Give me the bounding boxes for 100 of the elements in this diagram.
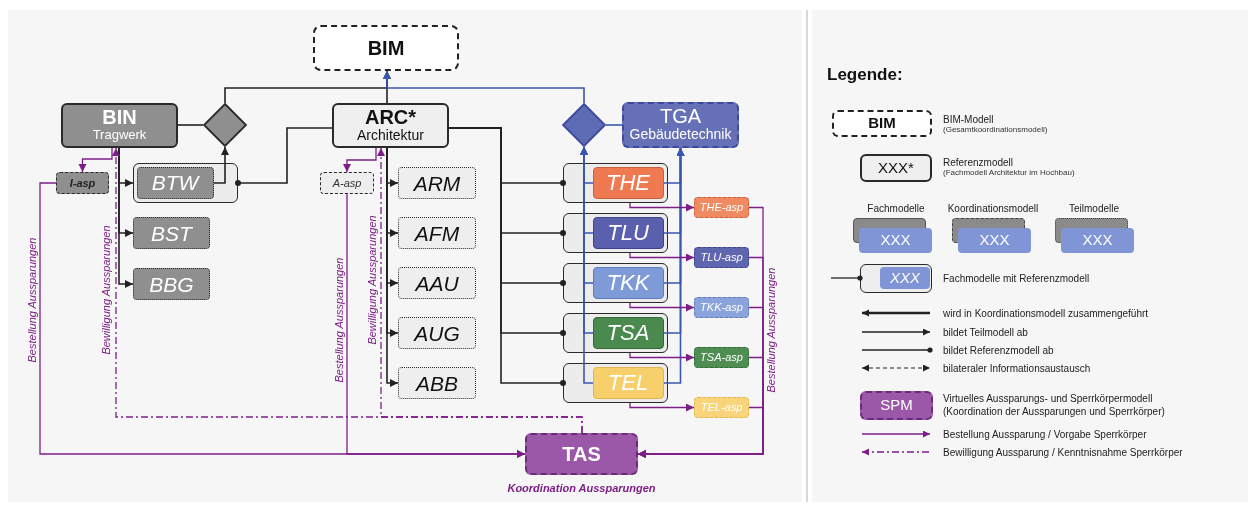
connector-arrow <box>637 406 764 458</box>
legend-sample-box: XXX <box>880 267 930 289</box>
legend-text: BIM-Modell <box>943 113 995 126</box>
connector-arrow <box>118 147 134 288</box>
connector-arrow <box>629 252 695 262</box>
model-code: TKK <box>606 271 650 294</box>
connector-arrow <box>629 352 695 362</box>
submodel-box <box>136 166 214 199</box>
recess-box <box>694 397 749 418</box>
model-code: BTW <box>151 172 199 193</box>
edge-label: Bewilligung Aussparungen <box>100 225 112 355</box>
connector-arrow <box>343 147 377 173</box>
legend-text: Teilmodelle <box>1068 202 1120 215</box>
legend-sample-box: XXX* <box>860 154 932 182</box>
connector-line <box>605 124 623 126</box>
model-box <box>313 25 459 71</box>
connector-arrow <box>346 193 526 458</box>
recess-box <box>56 172 109 194</box>
model-code: TKK-asp <box>700 302 743 313</box>
legend-text: Bestellung Aussparung / Vorgabe Sperrkörper <box>943 428 1148 441</box>
model-code: ARC* <box>364 106 417 127</box>
recess-box <box>694 197 749 218</box>
legend-text: Fachmodelle mit Referenzmodell <box>943 272 1091 285</box>
model-code: BIM <box>367 36 405 61</box>
recess-box <box>694 297 749 318</box>
edge-label: Bestellung Aussparungen <box>26 237 38 363</box>
legend-text: Virtuelles Aussparungs- und Sperrkörpermodell (Koordination der Aussparungen und Sperrkörper) <box>943 392 1166 418</box>
connector-arrow <box>629 402 695 412</box>
legend-note: (Gesamtkoordinationsmodell) <box>943 126 1049 136</box>
legend-text: Referenzmodell <box>943 156 1015 169</box>
model-code: AUG <box>414 322 460 344</box>
legend-sample-box: BIM <box>832 110 932 137</box>
legend-text: bildet Teilmodell ab <box>943 326 1029 339</box>
coordination-box <box>525 433 638 475</box>
model-code: TSA-asp <box>700 352 743 363</box>
model-code: TAS <box>562 444 601 464</box>
model-subtitle: Architektur <box>357 126 424 145</box>
model-frame <box>563 363 668 403</box>
node-caption: Koordination Aussparungen <box>507 481 656 496</box>
submodel-box <box>398 217 476 249</box>
junction-diamond <box>203 103 247 147</box>
model-code: AAU <box>415 272 459 294</box>
connector-line <box>177 124 204 126</box>
connector-arrow <box>629 202 695 212</box>
model-code: A-asp <box>332 177 362 189</box>
model-frame <box>563 313 668 353</box>
recess-box <box>320 172 374 194</box>
connector-arrow <box>383 70 585 104</box>
legend-sample-box: SPM <box>860 391 933 420</box>
legend-title: Legende: <box>827 64 904 84</box>
discipline-model-box <box>592 316 664 349</box>
model-subtitle: Tragwerk <box>92 127 147 144</box>
recess-box <box>694 347 749 368</box>
legend-text: Bewilligung Aussparung / Kenntnisnahme Sperrkörper <box>943 446 1184 459</box>
model-code: TEL-asp <box>700 402 743 413</box>
connector-arrow <box>663 147 685 384</box>
model-code: BIN <box>102 107 137 128</box>
connector-arrow <box>377 147 583 434</box>
model-code: THE <box>606 171 650 194</box>
legend-text: bilateraler Informationsaustausch <box>943 362 1092 375</box>
model-code: ARM <box>413 172 461 194</box>
legend-text: Fachmodelle <box>866 202 926 215</box>
reference-model-box <box>332 103 449 148</box>
junction-diamond <box>562 103 606 147</box>
model-code: TSA <box>606 321 650 344</box>
model-code: I-asp <box>69 177 96 189</box>
submodel-box <box>133 217 210 249</box>
model-code: BST <box>151 222 192 244</box>
submodel-box <box>398 367 476 399</box>
discipline-model-box <box>592 216 664 249</box>
connector-arrow <box>580 146 594 384</box>
submodel-box <box>133 268 210 300</box>
legend-text: wird in Koordinationsmodell zusammengeführt <box>943 307 1150 320</box>
discipline-model-box <box>592 266 664 299</box>
edge-label: Bestellung Aussparungen <box>333 257 345 383</box>
legend-sample-drawing: XXX <box>853 218 932 253</box>
model-frame <box>563 163 668 203</box>
model-code: TGA <box>659 106 702 127</box>
model-box <box>61 103 178 148</box>
recess-box <box>694 247 749 268</box>
edge-label: Bewilligung Aussparungen <box>366 215 378 345</box>
model-code: THE-asp <box>699 202 744 213</box>
model-code: AFM <box>414 222 460 244</box>
submodel-box <box>398 167 476 199</box>
legend-sample-drawing: XXX <box>952 218 1031 253</box>
model-code: TLU <box>607 221 649 244</box>
submodel-box <box>398 317 476 349</box>
model-code: ABB <box>416 372 458 394</box>
legend-text: bildet Referenzmodell ab <box>943 344 1055 357</box>
legend-text: Koordinationsmodell <box>946 202 1040 215</box>
model-code: BBG <box>149 273 194 295</box>
connector-arrow <box>78 147 113 173</box>
model-frame <box>133 163 238 203</box>
model-code: TLU-asp <box>700 252 743 263</box>
discipline-model-box <box>592 166 664 199</box>
model-frame <box>563 263 668 303</box>
legend-note: (Fachmodell Architektur im Hochbau) <box>943 169 1076 179</box>
connector-arrow <box>629 302 695 312</box>
discipline-model-box <box>592 366 664 399</box>
model-box <box>622 102 739 148</box>
